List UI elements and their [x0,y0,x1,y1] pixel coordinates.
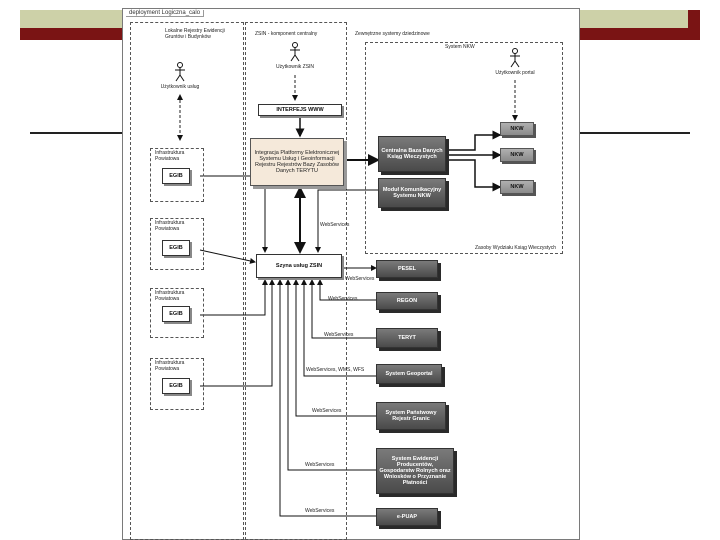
infra-1-label: Infrastruktura Powiatowa [155,150,185,162]
ext-geoportal: System Geoportal [376,364,442,384]
nkw-modul: Moduł Komunikacyjny Systemu NKW [378,178,446,208]
zone-nkw-label: System NKW [445,44,475,50]
infra-2-egib: EGIB [162,240,190,256]
ext-teryt: TERYT [376,328,438,348]
zone-external-label: Zewnętrzne systemy dziedzinowe [355,31,430,37]
infra-3 [150,288,204,338]
ext-pesel: PESEL [376,260,438,278]
infra-4-label: Infrastruktura Powiatowa [155,360,185,372]
infra-2-label: Infrastruktura Powiatowa [155,220,185,232]
zone-system-nkw [365,42,563,254]
infra-4-egib: EGIB [162,378,190,394]
ext-ewidencja-producentow: System Ewidencji Producentów, Gospodarst… [376,448,454,494]
nkw-small-3: NKW [500,180,534,194]
actor-center-icon [290,42,300,62]
diagram-title: deployment Logiczna_calo [126,10,205,17]
zone-local-label: Lokalne Rejestry Ewidencji Gruntów i Bud… [165,28,225,40]
infra-1 [150,148,204,202]
ext-teryt-conn: WebServices [324,332,354,338]
szyna-uslug-box: Szyna usług ZSIN [256,254,342,278]
integracja-box: Integracja Platformy Elektronicznej Syst… [250,138,344,186]
ext-epuap-conn: WebServices [305,508,335,514]
infra-3-label: Infrastruktura Powiatowa [155,290,185,302]
actor-right-icon [510,48,520,68]
ext-geoportal-conn: WebServices, WMS, WFS [306,367,365,373]
ext-ewidencja-conn: WebServices [305,462,335,468]
nkw-central-db: Centralna Baza Danych Ksiąg Wieczystych [378,136,446,172]
ext-regon-conn: WebServices [328,296,358,302]
ext-epuap: e-PUAP [376,508,438,526]
actor-center-label: Użytkownik ZSIN [275,64,315,70]
infra-4 [150,358,204,410]
zone-nkw-footer: Zasoby Wydziału Ksiąg Wieczystych [475,245,557,251]
ws-nkw-label: WebServices [320,222,350,228]
ext-pesel-conn: WebServices [345,276,375,282]
ext-prg: System Państwowy Rejestr Granic [376,402,446,430]
diagram-frame [122,8,580,540]
zone-center-label: ZSIN - komponent centralny [255,31,318,37]
ext-regon: REGON [376,292,438,310]
ext-prg-conn: WebServices [312,408,342,414]
nkw-small-1: NKW [500,122,534,136]
actor-left-icon [175,62,185,82]
actor-left-label: Użytkownik usług [160,84,200,90]
nkw-small-2: NKW [500,148,534,162]
actor-right-label: Użytkownik portal [495,70,535,76]
infra-3-egib: EGIB [162,306,190,322]
header-bar-corner [688,10,700,28]
interfejs-www-box: INTERFEJS WWW [258,104,342,116]
infra-1-egib: EGIB [162,168,190,184]
infra-2 [150,218,204,270]
